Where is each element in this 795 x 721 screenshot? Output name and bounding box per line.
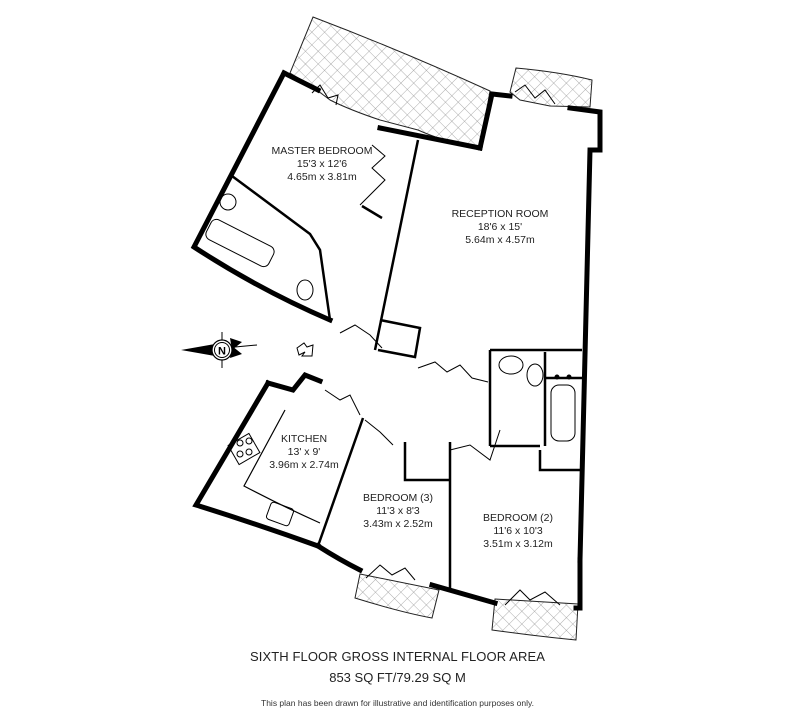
balcony-bedroom-2 (491, 598, 579, 641)
room-label-bedroom-2: BEDROOM (2) 11'6 x 10'3 3.51m x 3.12m (483, 512, 553, 551)
room-name: MASTER BEDROOM (271, 145, 373, 157)
room-label-master-bedroom: MASTER BEDROOM 15'3 x 12'6 4.65m x 3.81m (272, 145, 373, 184)
entrance-arrow-icon (296, 342, 314, 357)
doors (311, 84, 561, 606)
ensuite-bath-icon (205, 218, 275, 268)
sink-icon (265, 501, 295, 527)
room-name: BEDROOM (3) (362, 492, 434, 504)
room-name: BEDROOM (2) (482, 512, 554, 524)
floor-area-title: SIXTH FLOOR GROSS INTERNAL FLOOR AREA (249, 649, 546, 664)
interior-walls (231, 139, 582, 588)
bathroom-bath-icon (550, 374, 576, 442)
outer-walls (190, 69, 603, 611)
bathroom-basin-icon (498, 355, 524, 375)
room-label-kitchen: KITCHEN 13' x 9' 3.96m x 2.74m (269, 433, 338, 472)
ensuite-toilet-icon (296, 279, 314, 301)
room-dimensions-imperial: 13' x 9' (287, 446, 321, 458)
room-dimensions-imperial: 11'6 x 10'3 (493, 525, 543, 537)
svg-text:N: N (218, 346, 226, 358)
bathroom-toilet-icon (526, 363, 544, 387)
ensuite-basin-icon (219, 193, 237, 211)
disclaimer-note: This plan has been drawn for illustrativ… (261, 698, 534, 708)
room-name: KITCHEN (280, 433, 328, 445)
room-dimensions-imperial: 11'3 x 8'3 (376, 505, 420, 517)
room-dimensions-metric: 4.65m x 3.81m (287, 171, 357, 183)
balcony-bedroom-3 (354, 573, 440, 619)
room-name: RECEPTION ROOM (451, 208, 549, 220)
balcony-reception (509, 67, 593, 108)
room-dimensions-imperial: 18'6 x 15' (477, 221, 523, 233)
room-dimensions-metric: 3.51m x 3.12m (483, 538, 553, 550)
room-dimensions-metric: 5.64m x 4.57m (465, 234, 535, 246)
room-dimensions-metric: 3.43m x 2.52m (363, 518, 433, 530)
compass-north-icon: N (181, 332, 258, 368)
hob-icon (227, 432, 261, 466)
room-label-bedroom-3: BEDROOM (3) 11'3 x 8'3 3.43m x 2.52m (363, 492, 433, 531)
room-label-reception-room: RECEPTION ROOM 18'6 x 15' 5.64m x 4.57m (452, 208, 549, 247)
room-dimensions-imperial: 15'3 x 12'6 (296, 158, 348, 170)
floor-area-value: 853 SQ FT/79.29 SQ M (329, 670, 466, 685)
room-dimensions-metric: 3.96m x 2.74m (269, 459, 339, 471)
